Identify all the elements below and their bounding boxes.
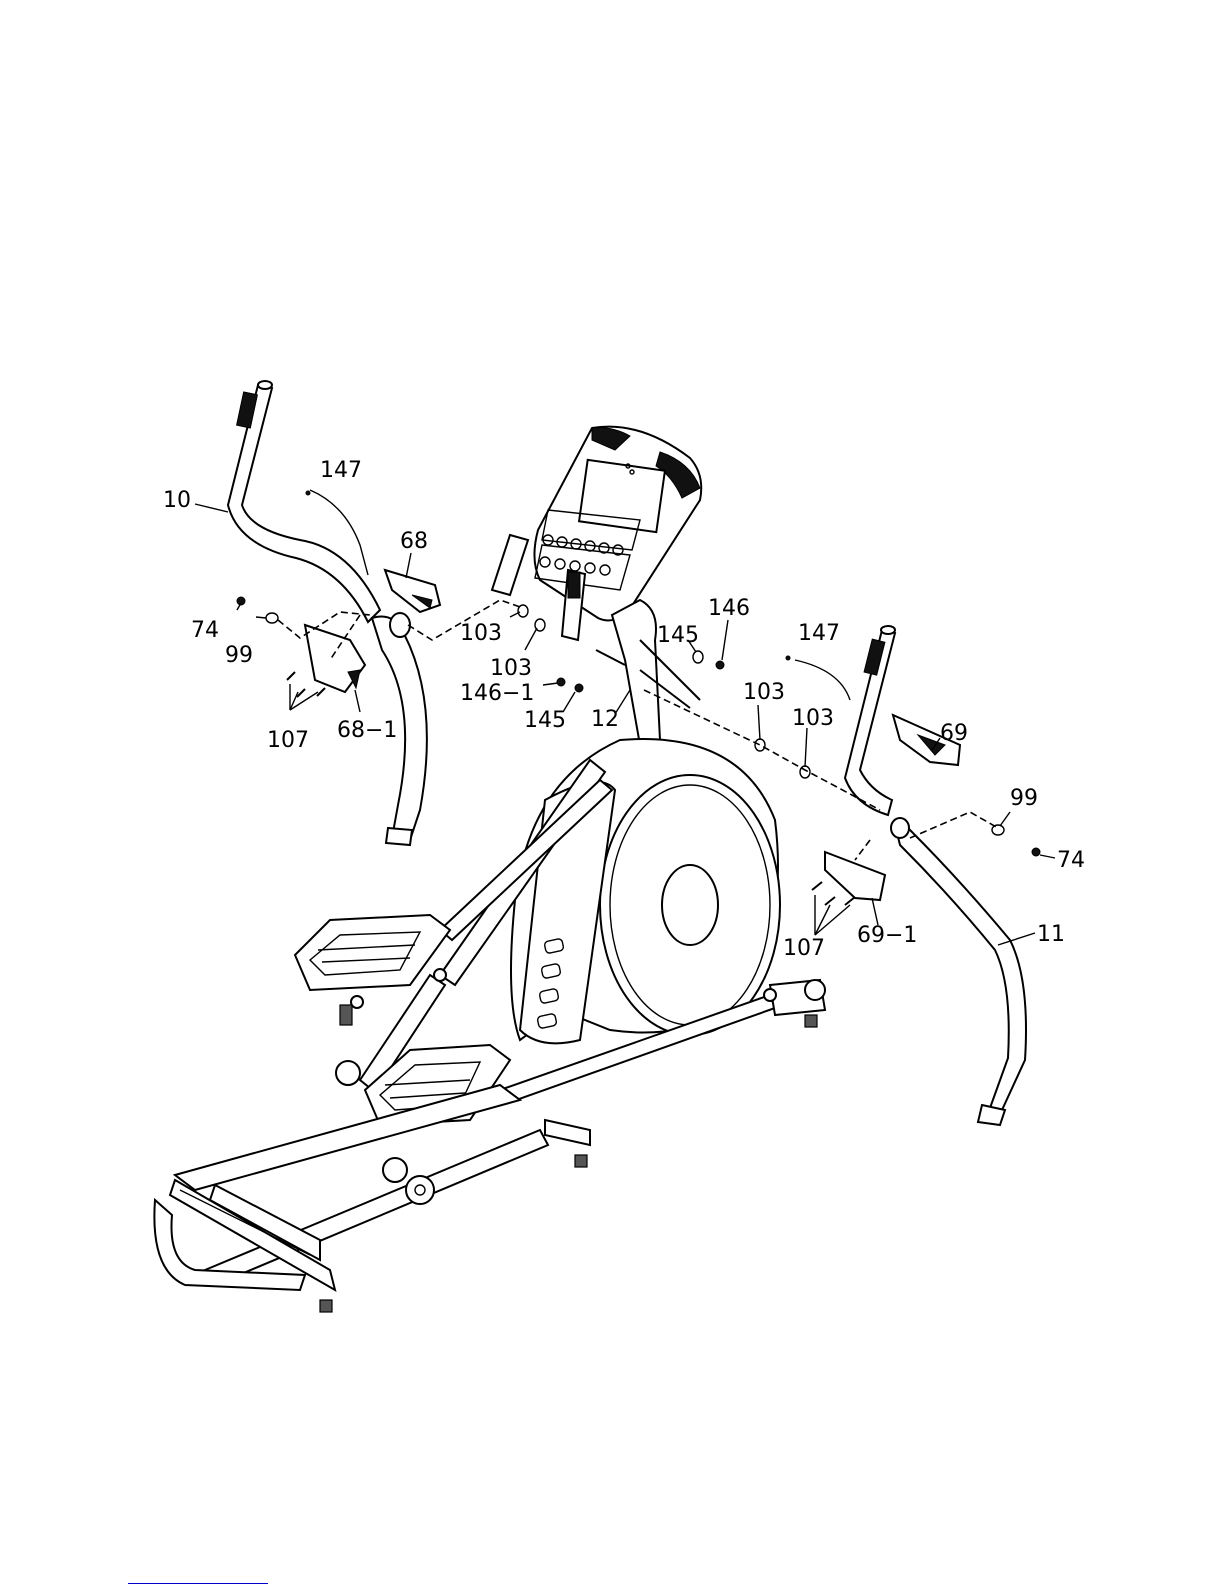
left-cover-68-1 xyxy=(305,625,365,692)
label-146-1: 146−1 xyxy=(460,681,534,706)
right-upper-handlebar xyxy=(845,626,895,815)
console xyxy=(534,427,701,621)
label-10: 10 xyxy=(163,488,191,513)
label-107-right: 107 xyxy=(783,936,825,961)
left-cover-68 xyxy=(385,570,440,612)
label-103-c: 103 xyxy=(743,680,785,705)
elliptical-machine xyxy=(154,427,825,1312)
label-68-1: 68−1 xyxy=(337,718,397,743)
label-103-d: 103 xyxy=(792,706,834,731)
label-103-a: 103 xyxy=(460,621,502,646)
flywheel-shroud xyxy=(511,739,780,1043)
label-147-left: 147 xyxy=(320,458,362,483)
label-147-right: 147 xyxy=(798,621,840,646)
left-upper-handlebar-10 xyxy=(228,381,380,622)
label-12: 12 xyxy=(591,707,619,732)
label-145-b: 145 xyxy=(657,623,699,648)
label-74-right: 74 xyxy=(1057,848,1085,873)
label-146: 146 xyxy=(708,596,750,621)
label-107-left: 107 xyxy=(267,728,309,753)
label-69: 69 xyxy=(940,721,968,746)
label-99-left: 99 xyxy=(225,643,253,668)
footer-link-underline xyxy=(128,1583,268,1584)
label-103-b: 103 xyxy=(490,656,532,681)
label-99-right: 99 xyxy=(1010,786,1038,811)
label-145-a: 145 xyxy=(524,708,566,733)
label-68: 68 xyxy=(400,529,428,554)
label-11: 11 xyxy=(1037,922,1065,947)
right-lower-handlebar-11 xyxy=(891,818,1026,1125)
label-69-1: 69−1 xyxy=(857,923,917,948)
label-74-left: 74 xyxy=(191,618,219,643)
